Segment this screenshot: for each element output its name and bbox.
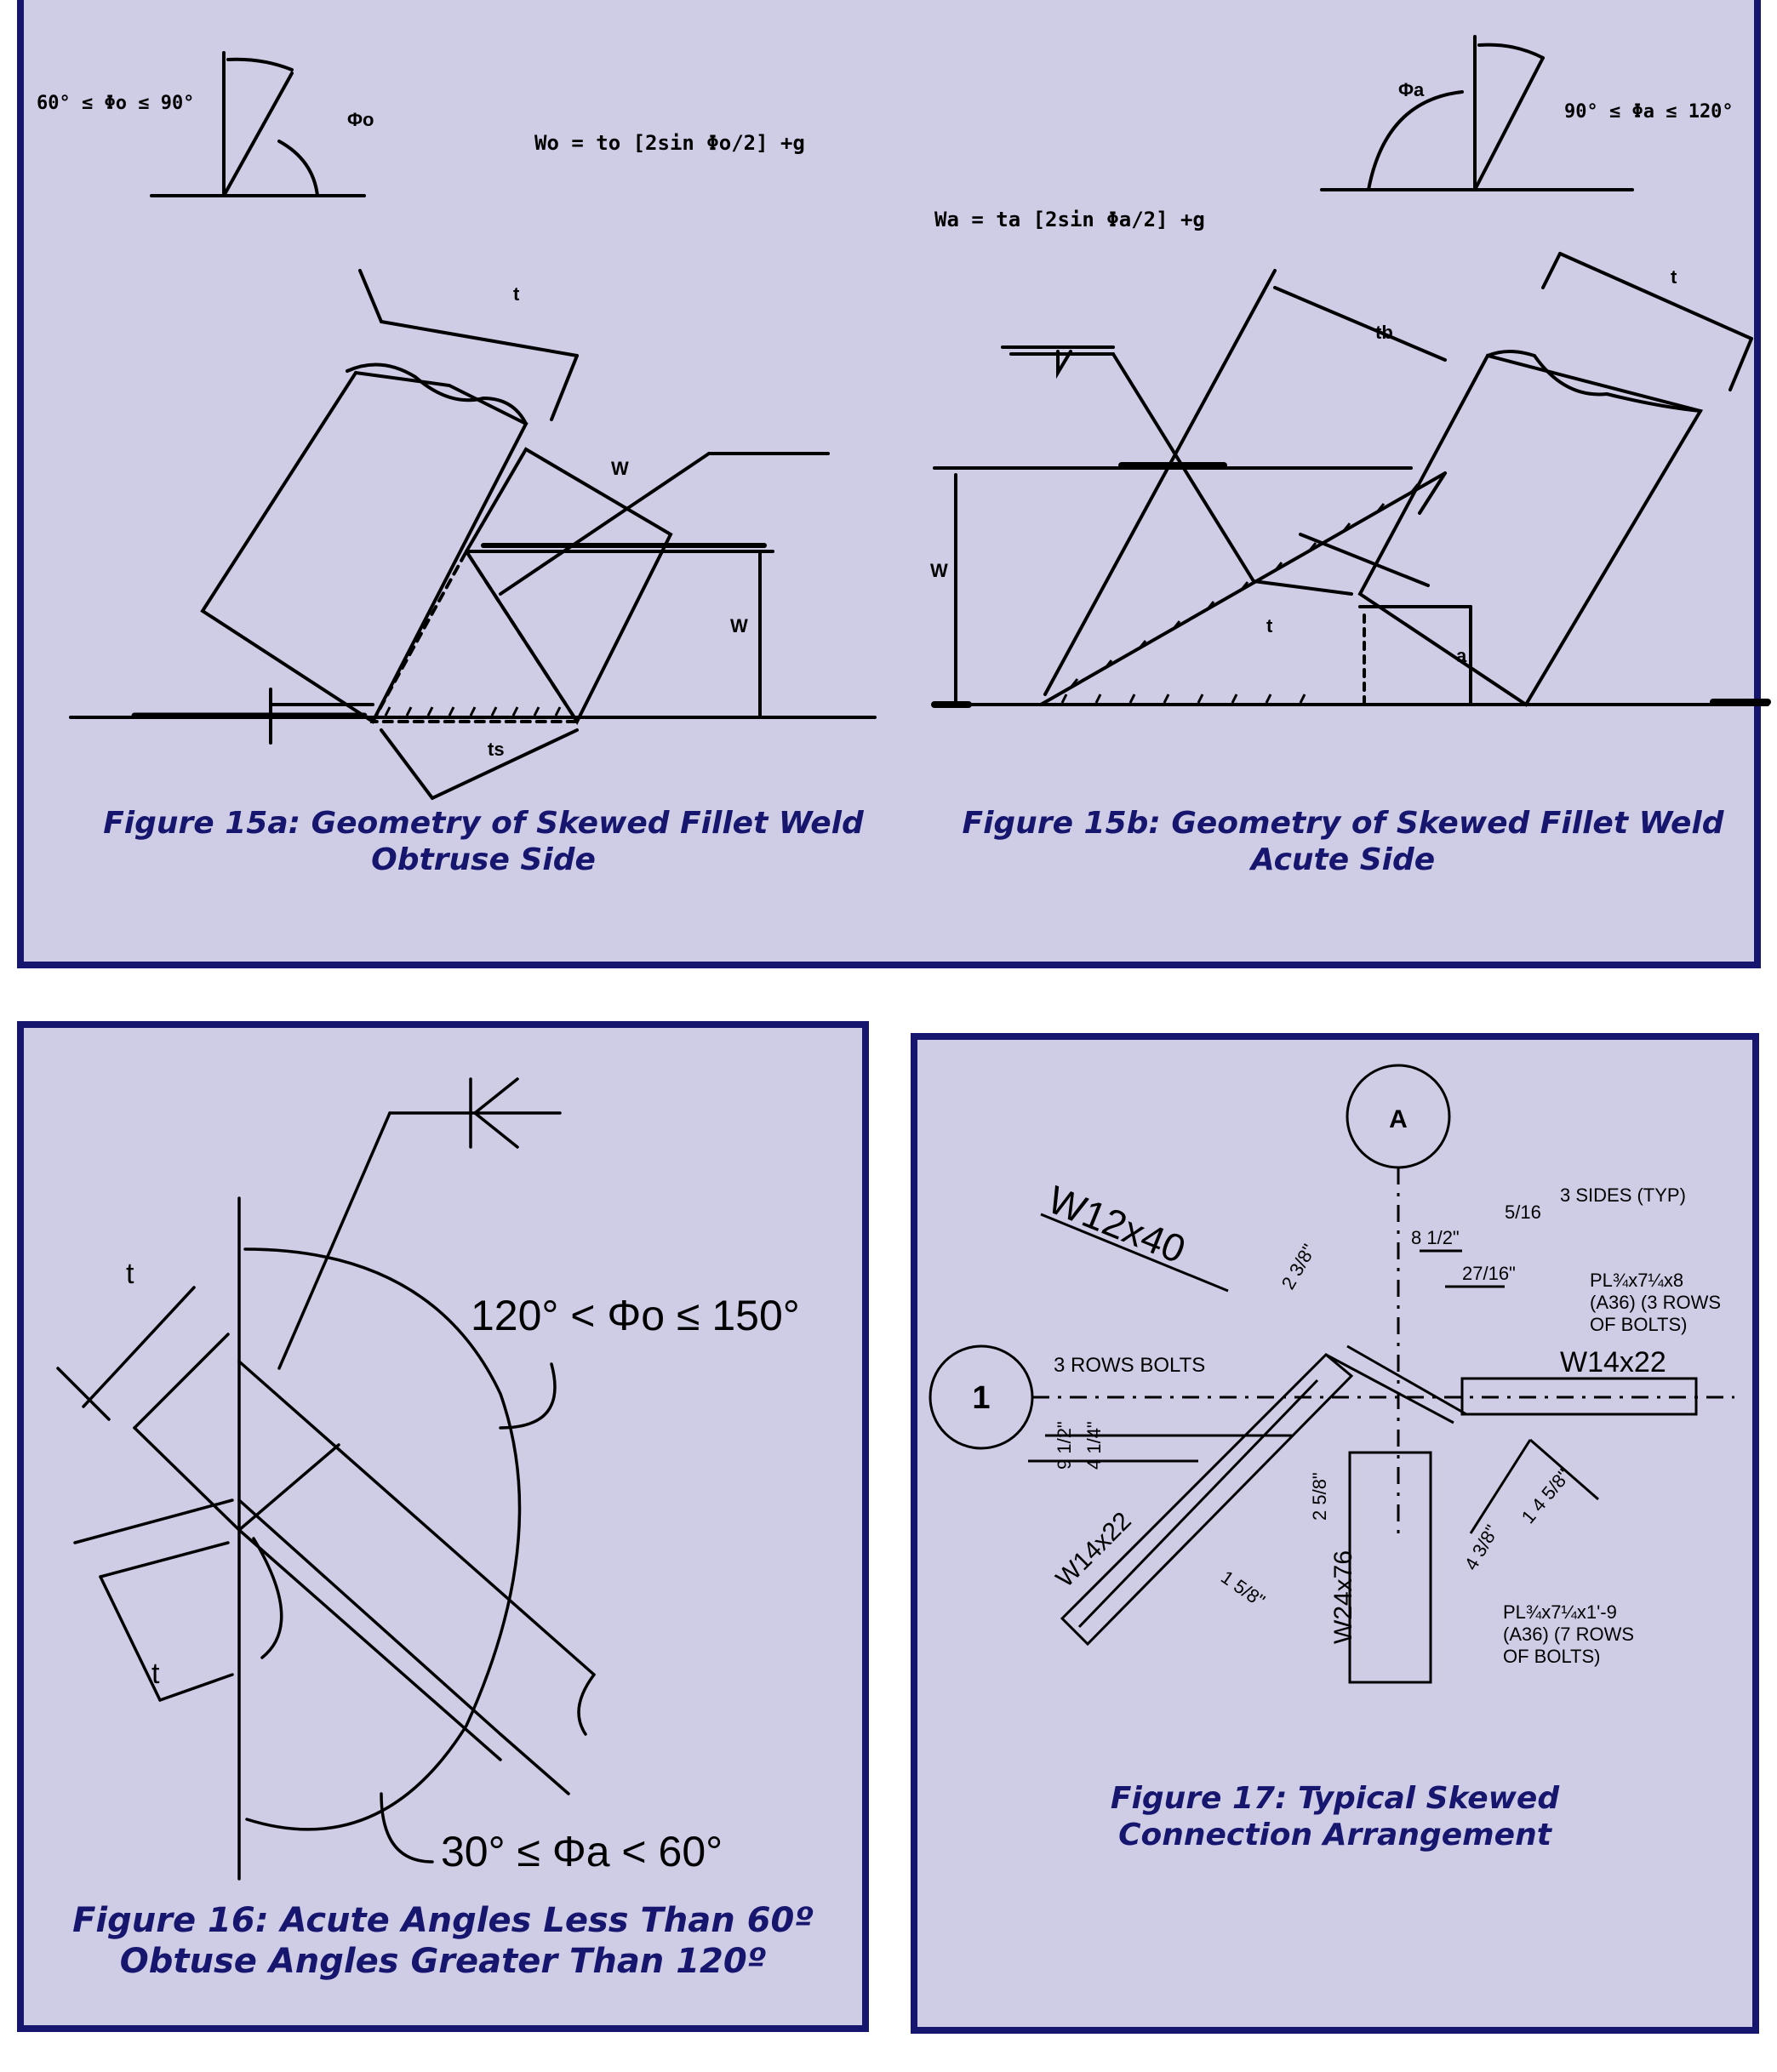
fig16-caption: Figure 16: Acute Angles Less Than 60º Ob… (24, 1900, 862, 1982)
fig17-caption-line2: Connection Arrangement (1118, 1818, 1551, 1853)
dim-1-4-5-8: 1 4 5/8" (1517, 1465, 1574, 1528)
dim-2-5-8: 2 5/8" (1309, 1472, 1330, 1521)
figure-17-drawing: A 1 W12x40 W14x22 W14x22 W24x76 3 ROWS B… (928, 1064, 1734, 1684)
svg-text:W: W (930, 560, 948, 581)
svg-text:t: t (513, 283, 520, 305)
grid-1-label: 1 (972, 1380, 990, 1416)
fig15a-caption-line2: Obtruse Side (371, 842, 596, 878)
fig16-obtuse-range: 120° < Φo ≤ 150° (471, 1292, 800, 1339)
svg-text:t: t (1671, 266, 1677, 288)
svg-text:t: t (126, 1258, 134, 1290)
grid-a-label: A (1389, 1105, 1408, 1133)
fig15b-caption-line1: Figure 15b: Geometry of Skewed Fillet We… (962, 806, 1724, 841)
plate-bottom-line1: PL¾x7¼x1'-9 (1503, 1601, 1617, 1623)
plate-top-line2: (A36) (3 ROWS (1590, 1292, 1721, 1313)
plate-top-line1: PL¾x7¼x8 (1590, 1270, 1683, 1291)
svg-text:a: a (1456, 645, 1467, 666)
svg-text:tb: tb (1375, 322, 1393, 343)
dim-9-1-2: 9 1/2" (1054, 1421, 1075, 1470)
fig15a-angle-range: 60° ≤ Φo ≤ 90° (37, 93, 194, 114)
member-w14x22-right: W14x22 (1560, 1346, 1666, 1378)
fig17-caption: Figure 17: Typical Skewed Connection Arr… (917, 1780, 1752, 1853)
fig17-caption-line1: Figure 17: Typical Skewed (1110, 1781, 1560, 1816)
fig16-caption-line2: Obtuse Angles Greater Than 120º (119, 1942, 767, 1981)
fig15b-caption-line2: Acute Side (1250, 842, 1436, 878)
figure-15-drawing: t W W ts t tb W t a Φo Φa 60° ≤ Φo ≤ 90°… (37, 35, 1771, 800)
rows-bolts-label: 3 ROWS BOLTS (1054, 1354, 1205, 1377)
dim-4-3-8: 4 3/8" (1460, 1521, 1503, 1574)
plate-bottom-line3: OF BOLTS) (1503, 1646, 1601, 1667)
svg-text:t: t (151, 1658, 160, 1690)
fig15a-caption-line1: Figure 15a: Geometry of Skewed Fillet We… (103, 806, 864, 841)
figure-16-panel: t t 120° < Φo ≤ 150° 30° ≤ Φa < 60° Figu… (17, 1021, 869, 2032)
svg-text:W: W (611, 458, 629, 479)
member-w24x76: W24x76 (1329, 1550, 1357, 1644)
plate-bottom-line2: (A36) (7 ROWS (1503, 1624, 1634, 1645)
fig15b-formula: Wa = ta [2sin Φa/2] +g (934, 208, 1205, 231)
svg-text:ts: ts (488, 739, 505, 760)
fig16-caption-line1: Figure 16: Acute Angles Less Than 60º (72, 1901, 814, 1940)
member-w12x40: W12x40 (1042, 1177, 1191, 1271)
fig15b-caption: Figure 15b: Geometry of Skewed Fillet We… (926, 805, 1760, 878)
dim-1-5-8: 1 5/8" (1217, 1567, 1269, 1612)
dim-4-1-4: 4 1/4" (1083, 1421, 1105, 1470)
figure-16-drawing: t t 120° < Φo ≤ 150° 30° ≤ Φa < 60° (56, 1077, 800, 1881)
dim-8-1-2: 8 1/2" (1411, 1227, 1460, 1248)
svg-text:Φa: Φa (1398, 79, 1425, 100)
sides-note: 3 SIDES (TYP) (1560, 1184, 1686, 1206)
fig15a-formula: Wo = to [2sin Φo/2] +g (534, 131, 805, 155)
fig15b-angle-range: 90° ≤ Φa ≤ 120° (1564, 101, 1734, 123)
svg-text:Φo: Φo (347, 109, 374, 130)
figure-15-panel: t W W ts t tb W t a Φo Φa 60° ≤ Φo ≤ 90°… (17, 0, 1771, 968)
fig15a-caption: Figure 15a: Geometry of Skewed Fillet We… (66, 805, 900, 878)
fig16-acute-range: 30° ≤ Φa < 60° (441, 1828, 723, 1875)
weld-note: 5/16 (1505, 1202, 1541, 1223)
svg-text:W: W (730, 615, 748, 636)
svg-text:t: t (1266, 615, 1273, 636)
dim-2-7-16: 27/16" (1462, 1263, 1516, 1284)
plate-top-line3: OF BOLTS) (1590, 1314, 1688, 1335)
figure-17-panel: A 1 W12x40 W14x22 W14x22 W24x76 3 ROWS B… (911, 1033, 1759, 2034)
dim-2-3-8: 2 3/8" (1277, 1241, 1320, 1293)
